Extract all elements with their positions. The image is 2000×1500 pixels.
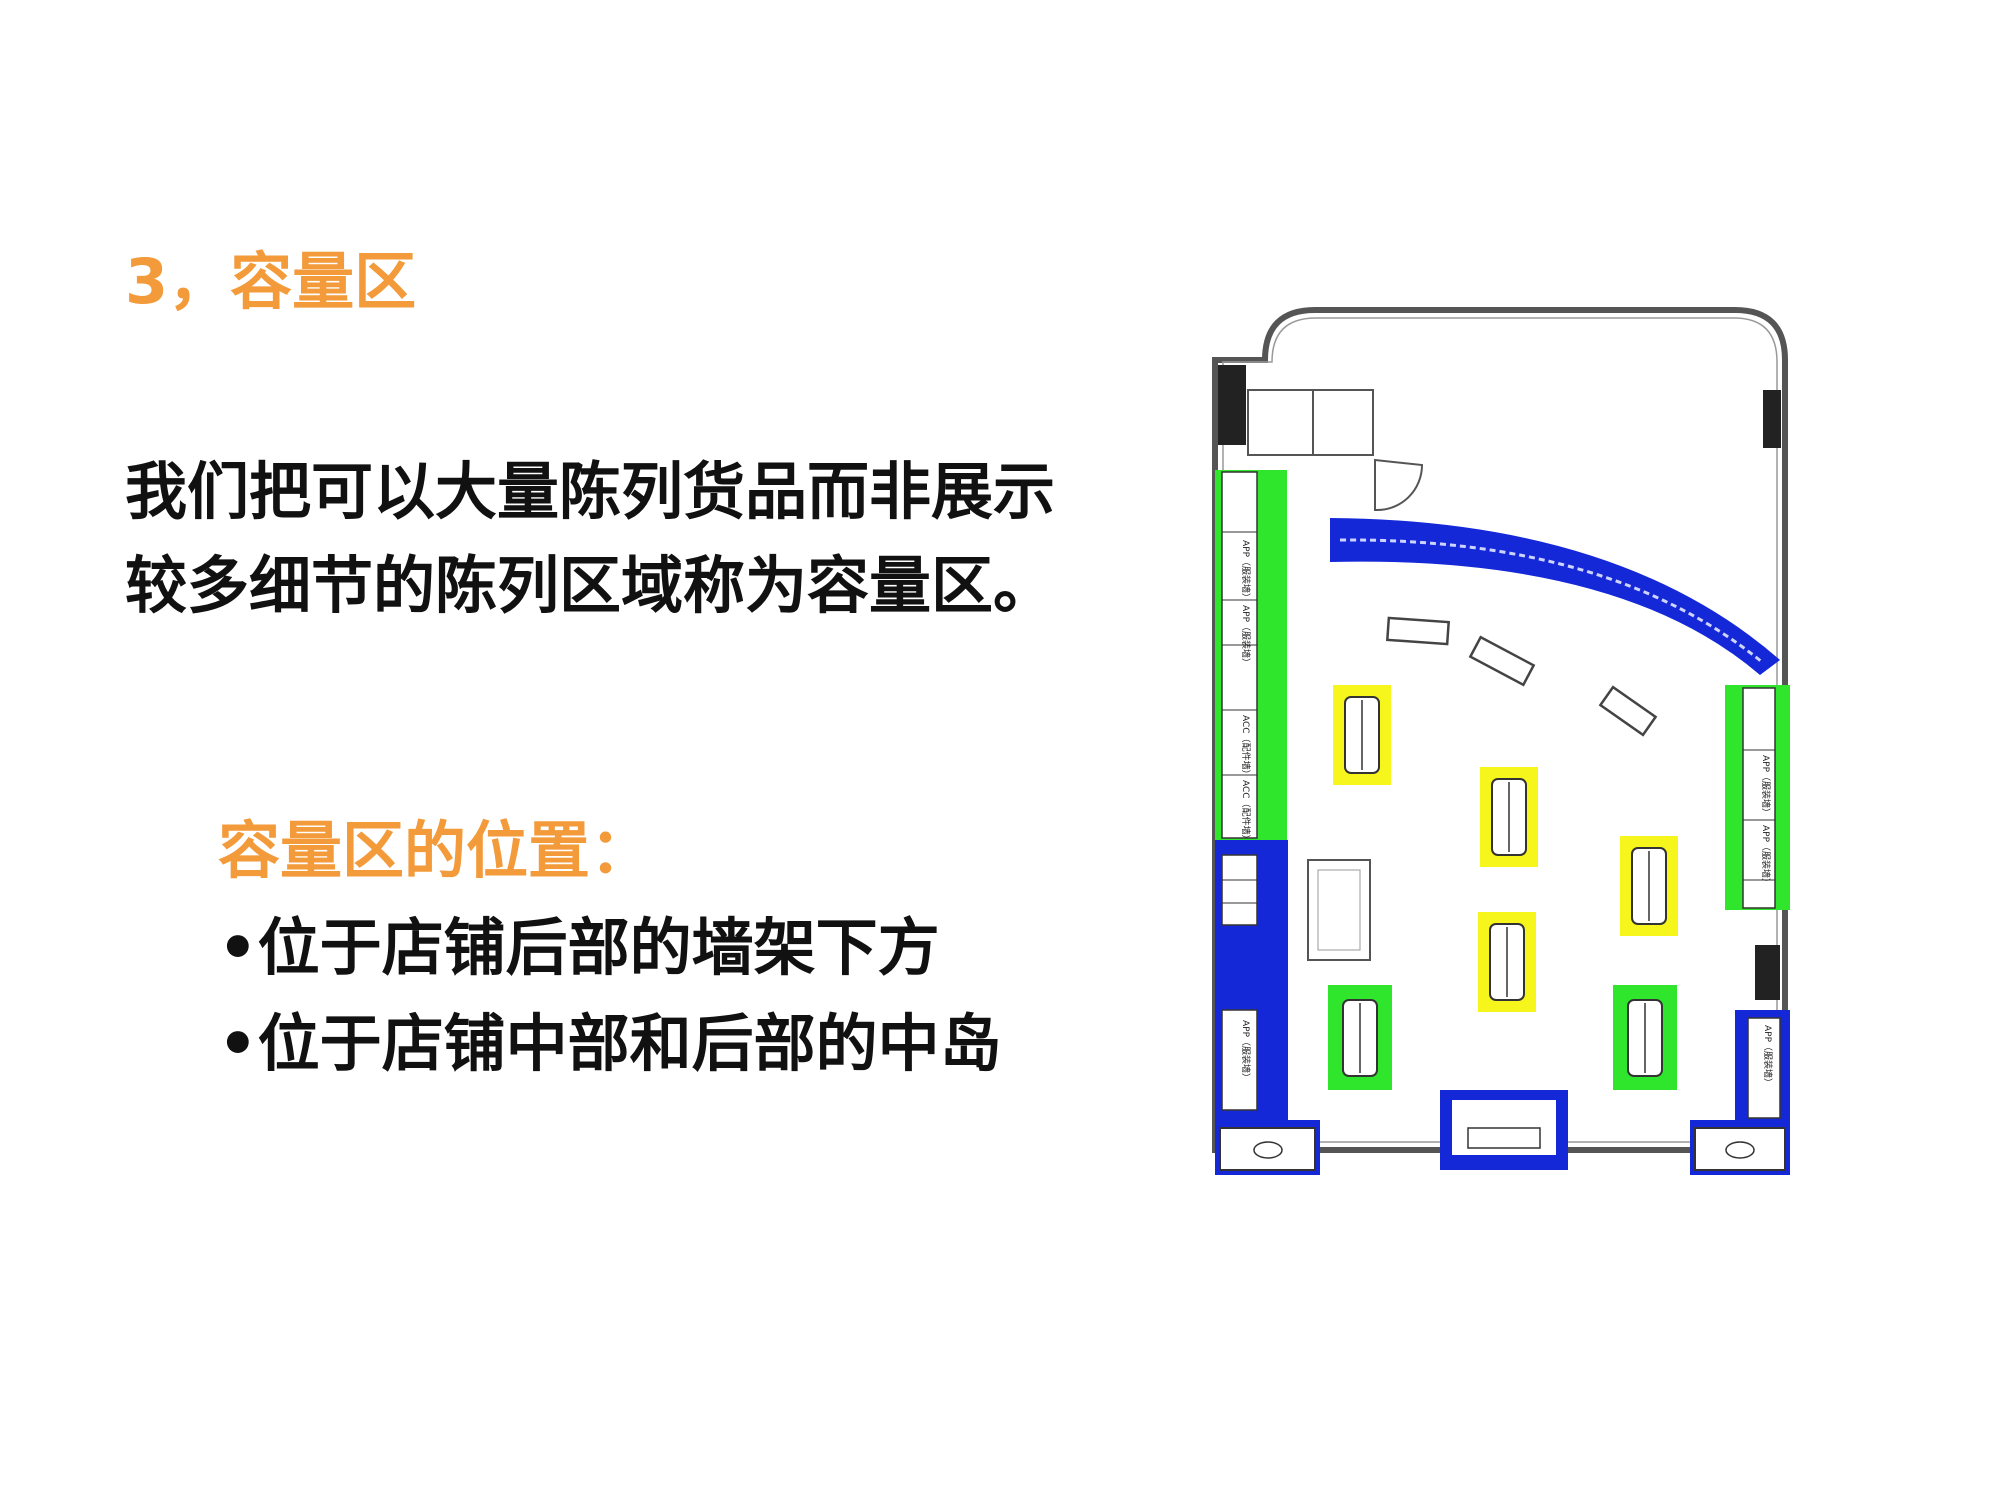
shelf-label-left-4: ACC（配件墙） — [1240, 780, 1252, 844]
fitting-room-1 — [1247, 389, 1314, 456]
location-bullet-island: •位于店铺中部和后部的中岛 — [218, 1007, 1002, 1080]
yellow-island-2 — [1480, 767, 1538, 867]
fitting-room-2 — [1312, 389, 1374, 456]
yellow-island-3 — [1620, 836, 1678, 936]
angled-table-2 — [1468, 635, 1536, 687]
location-heading: 容量区的位置： — [218, 814, 653, 887]
yellow-island-4 — [1478, 912, 1536, 1012]
counter-right-symbol — [1725, 1141, 1755, 1159]
shelf-label-right-2: APP（服装墙） — [1760, 825, 1772, 887]
location-list: •位于店铺后部的墙架下方 •位于店铺中部和后部的中岛 — [218, 900, 1002, 1092]
yellow-island-1 — [1333, 685, 1391, 785]
left-lower-shelf — [1221, 854, 1258, 926]
store-inner-wall — [1222, 317, 1778, 1143]
right-shelf-column — [1742, 687, 1776, 909]
shelf-label-left-3: ACC（配件墙） — [1240, 715, 1252, 779]
angled-table-1 — [1385, 616, 1451, 646]
pillar-right-mid — [1755, 945, 1780, 1000]
intro-paragraph: 我们把可以大量陈列货品而非展示较多细节的陈列区域称为容量区。 — [125, 455, 1056, 622]
left-bottom-shelf — [1221, 1009, 1258, 1111]
green-island-1 — [1328, 985, 1392, 1090]
right-bottom-shelf — [1747, 1017, 1781, 1119]
curved-rail — [1339, 538, 1763, 664]
sofa — [1307, 859, 1371, 961]
green-island-2 — [1613, 985, 1677, 1090]
bottom-right-counter — [1694, 1127, 1786, 1171]
store-floorplan: APP（服装墙） APP（服装墙） ACC（配件墙） ACC（配件墙） APP（… — [1200, 300, 1810, 1180]
pillar-right-top — [1763, 390, 1781, 448]
location-bullet-wall: •位于店铺后部的墙架下方 — [218, 911, 940, 984]
counter-left-symbol — [1253, 1141, 1283, 1159]
shelf-label-right-3: APP（服装墙） — [1762, 1025, 1774, 1087]
slide-title: 3，容量区 — [125, 245, 417, 318]
angled-table-3 — [1598, 685, 1658, 737]
bottom-left-counter — [1219, 1127, 1316, 1171]
shelf-label-left-2: APP（服装墙） — [1240, 605, 1252, 667]
left-shelf-column — [1221, 471, 1258, 839]
floorplan-svg: APP（服装墙） APP（服装墙） ACC（配件墙） ACC（配件墙） APP（… — [1212, 307, 1790, 1175]
shelf-label-left-1: APP（服装墙） — [1240, 540, 1252, 602]
shelf-label-right-1: APP（服装墙） — [1760, 755, 1772, 817]
left-green-shelves — [1222, 531, 1257, 776]
curved-capacity-wall — [1330, 518, 1780, 675]
shelf-label-left-5: APP（服装墙） — [1240, 1020, 1252, 1082]
door-swing — [1374, 458, 1424, 512]
pillar-left-top — [1218, 365, 1246, 445]
